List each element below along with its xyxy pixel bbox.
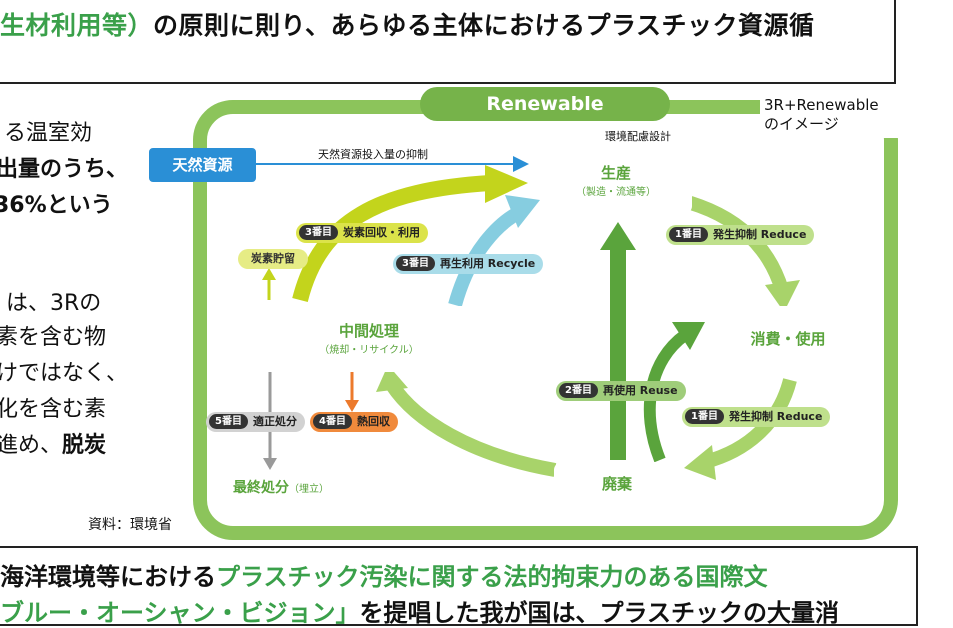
carbon-storage-badge: 炭素貯留	[238, 249, 308, 269]
caption-line-1: 3R+Renewable	[764, 96, 879, 114]
heat-recovery-arrowhead	[345, 400, 359, 412]
diagram-caption: 3R+Renewable のイメージ	[760, 94, 910, 138]
tag-recycle-order: 3番目	[396, 256, 435, 271]
carbon-storage-arrowhead	[262, 268, 276, 280]
left-text-line-8: 進め、脱炭	[0, 432, 106, 460]
caption-line-2: のイメージ	[764, 115, 839, 133]
top-text-box	[0, 0, 896, 84]
carbon-recovery-arc	[292, 175, 491, 302]
left-text-line-4: は、3Rの	[6, 291, 102, 316]
bottom-line-1-green: プラスチック汚染に関する法的拘束力のある国際文	[216, 563, 768, 591]
tag-carbon-recovery-order: 3番目	[299, 225, 338, 240]
eco-design-label: 環境配慮設計	[605, 130, 671, 143]
carbon-recovery-arrowhead	[485, 165, 528, 203]
left-text-line-1: る温室効	[4, 121, 93, 146]
left-text-line-8-normal: 進め、	[0, 433, 63, 458]
waste-to-intermediate-arrowhead	[376, 365, 408, 392]
tag-recycle: 3番目再生利用 Recycle	[393, 254, 544, 274]
tag-reduce-bottom: 1番目発生抑制 Reduce	[682, 407, 831, 427]
production-node: 生産 （製造・流通等）	[540, 148, 692, 214]
tag-proper-disposal: 5番目適正処分	[206, 412, 305, 432]
top-heading-line: 生材利用等）の原則に則り、あらゆる主体におけるプラスチック資源循	[0, 6, 815, 42]
natural-resources-box: 天然資源	[149, 148, 256, 182]
source-note: 資料：環境省	[88, 517, 172, 533]
top-heading-green: 生材利用等）	[0, 11, 154, 40]
waste-to-production-shaft	[610, 245, 626, 460]
final-disposal-sub-label: （埋立）	[289, 484, 329, 495]
input-suppression-label: 天然資源投入量の抑制	[318, 148, 428, 161]
tag-carbon-recovery-text: 炭素回収・利用	[342, 226, 420, 239]
left-text-line-3: 36%という	[0, 193, 113, 218]
final-disposal-label: 最終処分	[233, 480, 289, 496]
tag-reduce-top: 1番目発生抑制 Reduce	[666, 225, 815, 245]
bottom-line-2: ブルー・オーシャン・ビジョン」を提唱した我が国は、プラスチックの大量消	[0, 593, 839, 628]
diagram-frame	[193, 100, 898, 540]
tag-reuse-text: 再使用 Reuse	[602, 384, 678, 397]
reduce-arc-bottom-arrowhead	[684, 445, 716, 480]
tag-recycle-text: 再生利用 Recycle	[439, 257, 536, 270]
reduce-arc-top-arrowhead	[765, 280, 800, 312]
left-text-line-7: 化を含む素	[0, 397, 107, 422]
tag-reuse: 2番目再使用 Reuse	[556, 381, 686, 401]
reuse-arrowhead	[672, 322, 705, 350]
tag-reduce-top-order: 1番目	[669, 227, 708, 242]
production-label: 生産	[600, 164, 631, 182]
left-text-line-5: 素を含む物	[0, 325, 107, 350]
final-disposal-node: 最終処分（埋立）	[227, 470, 355, 506]
bottom-line-2-green: ブルー・オーシャン・ビジョン」	[0, 599, 360, 627]
tag-carbon-recovery: 3番目炭素回収・利用	[296, 223, 428, 243]
intermediate-sub-label: （焼却・リサイクル）	[319, 345, 419, 356]
top-heading-black: の原則に則り、あらゆる主体におけるプラスチック資源循	[153, 11, 815, 40]
waste-to-intermediate-arc	[386, 381, 557, 477]
tag-heat-recovery-text: 熱回収	[356, 415, 390, 428]
tag-heat-recovery-order: 4番目	[313, 414, 352, 429]
tag-reuse-order: 2番目	[559, 383, 598, 398]
final-disposal-arrowhead	[263, 458, 277, 470]
left-text-line-2: 出量のうち、	[0, 157, 129, 182]
production-sub-label: （製造・流通等）	[576, 187, 656, 198]
consumption-node: 消費・使用	[708, 306, 868, 372]
intermediate-label: 中間処理	[338, 322, 399, 340]
tag-proper-disposal-text: 適正処分	[252, 415, 297, 428]
left-text-line-8-bold: 脱炭	[62, 433, 107, 458]
intermediate-node: 中間処理 （焼却・リサイクル）	[229, 306, 509, 372]
recycle-arrowhead	[505, 195, 540, 228]
reduce-arc-top	[678, 193, 789, 293]
renewable-tab: Renewable	[420, 87, 670, 121]
bottom-line-1: 海洋環境等におけるプラスチック汚染に関する法的拘束力のある国際文	[0, 557, 768, 592]
tag-reduce-top-text: 発生抑制 Reduce	[712, 228, 807, 241]
tag-reduce-bottom-text: 発生抑制 Reduce	[728, 410, 823, 423]
tag-reduce-bottom-order: 1番目	[685, 409, 724, 424]
waste-to-production-arrowhead	[600, 222, 636, 250]
tag-heat-recovery: 4番目熱回収	[310, 412, 398, 432]
left-text-line-6: けではなく、	[0, 361, 129, 386]
reduce-arc-bottom	[703, 378, 797, 469]
waste-node: 廃棄	[554, 462, 680, 506]
bottom-line-2-black: を提唱した我が国は、プラスチックの大量消	[359, 599, 840, 627]
tag-proper-disposal-order: 5番目	[209, 414, 248, 429]
bottom-line-1-black: 海洋環境等における	[0, 563, 216, 591]
